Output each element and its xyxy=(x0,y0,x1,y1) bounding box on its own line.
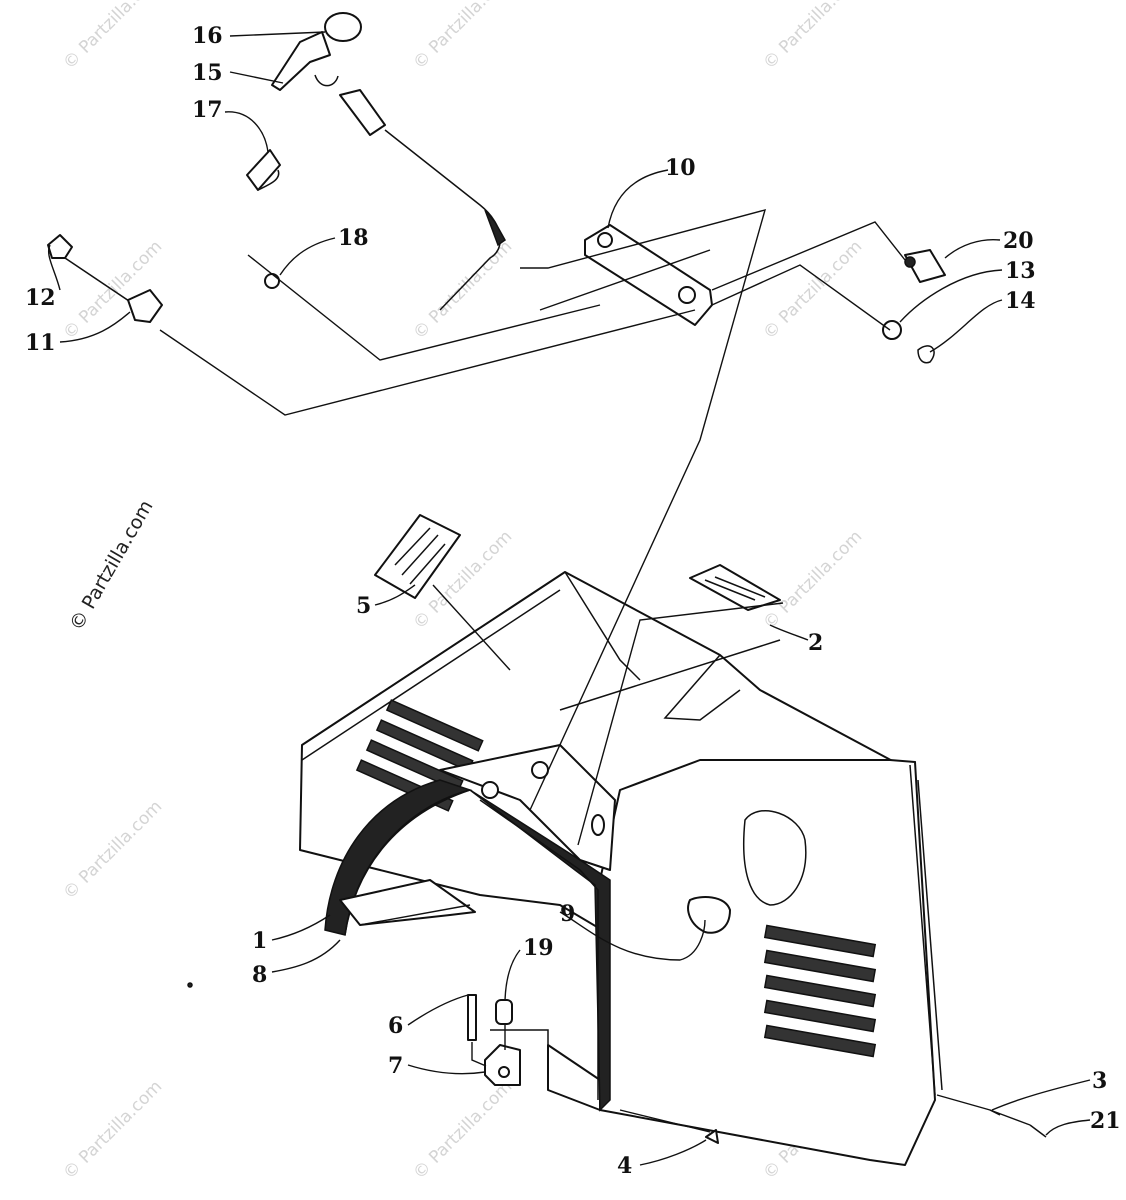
watermark: © Partzilla.com xyxy=(59,1077,166,1184)
decal-5 xyxy=(374,514,461,599)
callout-20: 20 xyxy=(1003,228,1034,254)
watermark: © Partzilla.com xyxy=(759,237,866,344)
watermark: © Partzilla.com xyxy=(59,0,166,74)
callout-18: 18 xyxy=(338,225,369,251)
callout-1: 1 xyxy=(252,928,267,954)
assembly-lines xyxy=(159,209,1031,1133)
callout-5: 5 xyxy=(356,593,371,619)
callout-17: 17 xyxy=(192,97,223,123)
callout-6: 6 xyxy=(388,1013,403,1039)
callout-7: 7 xyxy=(388,1053,403,1079)
callout-2: 2 xyxy=(808,630,823,656)
callout-11: 11 xyxy=(25,330,56,356)
watermark: © Partzilla.com xyxy=(759,527,866,634)
callout-21: 21 xyxy=(1090,1108,1121,1134)
callout-12: 12 xyxy=(25,285,56,311)
callout-labels: 16 15 17 10 18 12 11 20 13 14 5 2 1 8 9 … xyxy=(25,23,1121,1179)
watermark: © Partzilla.com xyxy=(409,1077,516,1184)
callout-4: 4 xyxy=(617,1153,632,1179)
watermark: © Partzilla.com xyxy=(409,237,516,344)
callout-19: 19 xyxy=(523,935,554,961)
console-housing xyxy=(299,571,943,1166)
decal-2 xyxy=(689,564,781,611)
callout-10: 10 xyxy=(665,155,696,181)
bracket-assembly xyxy=(47,12,946,364)
callout-13: 13 xyxy=(1005,258,1036,284)
watermark: © Partzilla.com xyxy=(759,0,866,74)
callout-8: 8 xyxy=(252,962,267,988)
watermark-main: © Partzilla.com xyxy=(65,497,157,635)
callout-15: 15 xyxy=(192,60,223,86)
callout-leaders xyxy=(48,31,1091,1166)
callout-14: 14 xyxy=(1005,288,1036,314)
callout-3: 3 xyxy=(1092,1068,1107,1094)
watermark: © Partzilla.com xyxy=(59,797,166,904)
watermark: © Partzilla.com xyxy=(409,0,516,74)
callout-9: 9 xyxy=(560,901,575,927)
callout-16: 16 xyxy=(192,23,223,49)
